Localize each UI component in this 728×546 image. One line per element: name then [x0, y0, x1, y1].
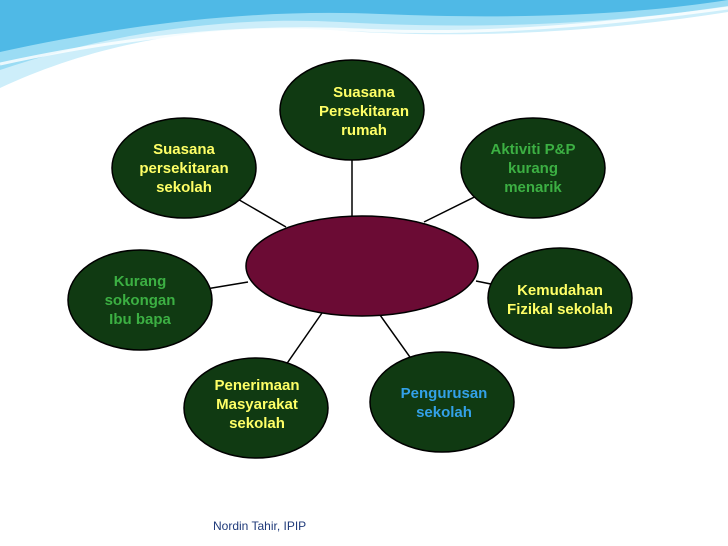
node-shape-aktiviti-pnp	[460, 117, 606, 219]
wave-highlight	[0, 6, 728, 66]
node-shape-penerimaan-masyarakat	[183, 357, 329, 459]
center-node	[245, 215, 479, 317]
node-shape-kemudahan-fizikal	[487, 247, 633, 349]
node-shape-suasana-persekitaran-rumah	[279, 59, 425, 161]
node-shape-suasana-persekitaran-sekolah	[111, 117, 257, 219]
footer-credit: Nordin Tahir, IPIP	[213, 519, 307, 533]
center-shape	[245, 215, 479, 317]
node-shape-kurang-sokongan	[67, 249, 213, 351]
wave-banner	[0, 0, 728, 88]
wave-band-dark	[0, 0, 728, 52]
node-shape-pengurusan-sekolah	[369, 351, 515, 453]
